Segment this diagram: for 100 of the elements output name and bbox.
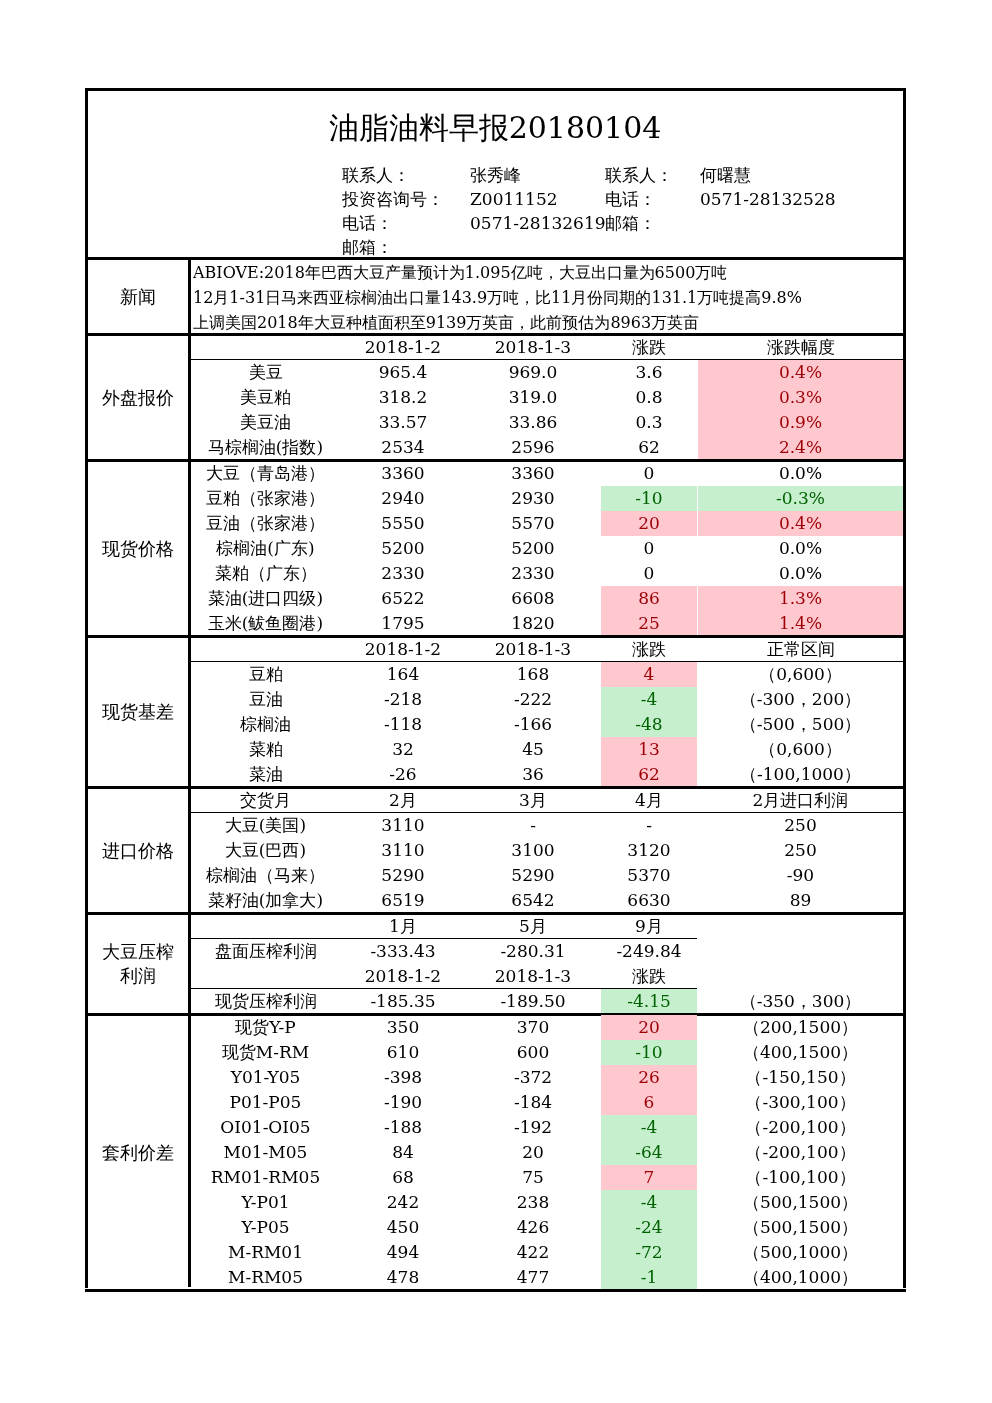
- column-header: 涨跌: [631, 336, 667, 359]
- row-label: 美豆: [247, 361, 284, 384]
- change-value: 20: [601, 511, 697, 536]
- change-value: 0.0%: [777, 562, 824, 585]
- price-value: 20: [521, 1141, 545, 1164]
- change-value: -0.3%: [698, 486, 903, 511]
- section-heading: 外盘报价: [100, 385, 175, 410]
- change-value: -1: [601, 1265, 697, 1290]
- row-label: 盘面压榨利润: [213, 940, 318, 963]
- normal-range: （400,1000）: [741, 1266, 860, 1289]
- contact-label: 邮箱：: [605, 212, 656, 235]
- section-heading: 现货价格: [100, 536, 175, 561]
- price-value: -398: [382, 1066, 424, 1089]
- column-header: 5月: [518, 915, 548, 938]
- price-value: 610: [385, 1041, 421, 1064]
- row-label: 现货压榨利润: [213, 990, 318, 1013]
- change-value: 4: [601, 662, 697, 687]
- contact-label: 电话：: [605, 188, 656, 211]
- row-label: P01-P05: [228, 1091, 303, 1114]
- change-value: 0.0%: [777, 537, 824, 560]
- normal-range: （-300，200）: [738, 688, 863, 711]
- column-header: 交货月: [239, 789, 292, 812]
- column-header: 涨跌: [631, 638, 667, 661]
- price-value: -: [529, 814, 537, 837]
- row-label: 菜籽油(加拿大): [206, 889, 325, 912]
- normal-range: （500,1500）: [741, 1216, 860, 1239]
- change-value: 86: [601, 586, 697, 611]
- row-label: 现货Y-P: [234, 1016, 297, 1039]
- row-label: 豆粕: [247, 663, 284, 686]
- normal-range: （-500，500）: [738, 713, 863, 736]
- row-label: 棕榈油: [239, 713, 292, 736]
- price-value: 2330: [510, 562, 556, 585]
- change-value: -64: [601, 1140, 697, 1165]
- contact-value: Z0011152: [470, 188, 558, 211]
- price-value: 33.57: [377, 411, 429, 434]
- price-value: -118: [382, 713, 424, 736]
- row-label: 菜粕（广东）: [213, 562, 318, 585]
- change-value: 0.4%: [698, 511, 903, 536]
- section-heading: 进口价格: [100, 838, 175, 863]
- change-value: 0.3: [634, 411, 664, 434]
- price-value: 318.2: [377, 386, 429, 409]
- change-value: 0.0%: [777, 462, 824, 485]
- change-value: 2.4%: [698, 435, 903, 460]
- change-value: 0: [642, 537, 656, 560]
- price-value: 36: [521, 763, 545, 786]
- normal-range: （200,1500）: [741, 1016, 860, 1039]
- column-header: 3月: [518, 789, 548, 812]
- price-value: 6542: [510, 889, 556, 912]
- price-value: 969.0: [507, 361, 559, 384]
- change-value: 0.8: [634, 386, 664, 409]
- change-value: 25: [601, 611, 697, 636]
- change-value: 89: [788, 889, 813, 912]
- price-value: -185.35: [369, 990, 437, 1013]
- price-value: 1795: [380, 612, 426, 635]
- normal-range: （400,1500）: [741, 1041, 860, 1064]
- price-value: 1820: [510, 612, 556, 635]
- change-value: -: [645, 814, 653, 837]
- row-label: 菜粕: [247, 738, 284, 761]
- price-value: -26: [388, 763, 418, 786]
- contact-value: 0571-28132619: [470, 212, 606, 235]
- column-header: 2018-1-2: [363, 965, 443, 988]
- price-value: 2940: [380, 487, 426, 510]
- change-value: 0.4%: [698, 360, 903, 385]
- normal-range: （-300,100）: [744, 1091, 857, 1114]
- contact-value: 何曙慧: [700, 164, 751, 187]
- change-value: 62: [601, 762, 697, 787]
- price-value: -184: [512, 1091, 554, 1114]
- row-label: RM01-RM05: [209, 1166, 322, 1189]
- change-value: 0: [642, 462, 656, 485]
- price-value: -192: [512, 1116, 554, 1139]
- row-label: 豆粕（张家港）: [205, 487, 326, 510]
- price-value: -333.43: [369, 940, 437, 963]
- price-value: -188: [382, 1116, 424, 1139]
- row-label: Y-P05: [240, 1216, 291, 1239]
- change-value: 250: [783, 839, 818, 862]
- change-value: 0.9%: [698, 410, 903, 435]
- normal-range: （0,600）: [758, 663, 843, 686]
- row-label: Y01-Y05: [229, 1066, 302, 1089]
- change-value: 7: [601, 1165, 697, 1190]
- price-value: 450: [385, 1216, 421, 1239]
- price-value: -166: [512, 713, 554, 736]
- change-value: -72: [601, 1240, 697, 1265]
- contact-label: 投资咨询号：: [342, 188, 444, 211]
- column-header: 4月: [634, 789, 664, 812]
- price-value: 45: [521, 738, 545, 761]
- column-header: 涨跌: [631, 965, 667, 988]
- price-value: 2330: [380, 562, 426, 585]
- change-value: 13: [601, 737, 697, 762]
- price-value: 5200: [380, 537, 426, 560]
- row-label: 棕榈油(广东): [215, 537, 316, 560]
- price-value: -280.31: [499, 940, 567, 963]
- change-value: -4.15: [601, 989, 697, 1014]
- normal-range: （-150,150）: [744, 1066, 857, 1089]
- change-value: -24: [601, 1215, 697, 1240]
- price-value: 5550: [380, 512, 426, 535]
- row-label: 玉米(鲅鱼圈港): [206, 612, 325, 635]
- row-label: 美豆油: [239, 411, 292, 434]
- contact-label: 联系人：: [342, 164, 410, 187]
- price-value: 6608: [510, 587, 556, 610]
- normal-range: （500,1000）: [741, 1241, 860, 1264]
